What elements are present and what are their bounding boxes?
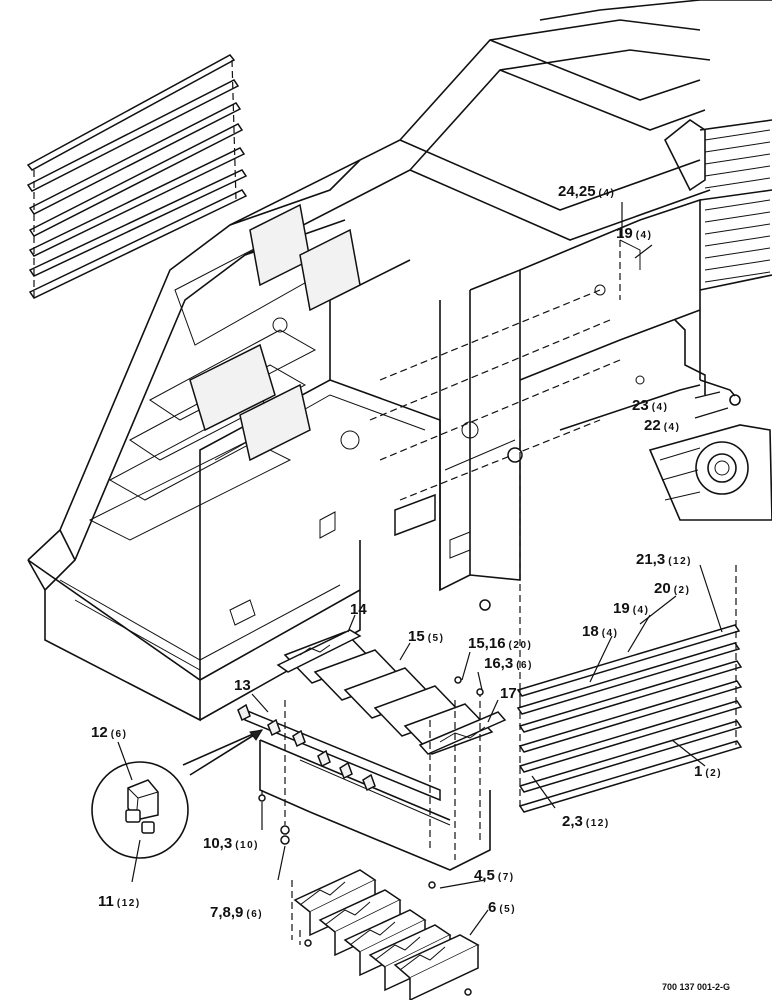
callout-15-16: 15,16(20): [468, 635, 532, 652]
callout-22: 22(4): [644, 417, 680, 434]
callout-15: 15(5): [408, 628, 444, 645]
main-frame-assembly: [27, 0, 772, 722]
callout-14: 14: [350, 601, 367, 618]
callout-21-3: 21,3(12): [636, 551, 692, 568]
leader-lines: [117, 202, 729, 936]
callout-20: 20(2): [654, 580, 690, 597]
callout-18: 18(4): [582, 623, 618, 640]
detail-circle-shoe: [91, 729, 263, 859]
callout-16-3: 16,3(6): [484, 655, 533, 672]
callout-6: 6(5): [488, 899, 516, 916]
callout-10-3: 10,3(10): [203, 835, 259, 852]
callout-24-25: 24,25(4): [558, 183, 615, 200]
callout-7-8-9: 7,8,9(6): [210, 904, 263, 921]
callout-4-5: 4,5(7): [474, 867, 515, 884]
callout-17: 17: [500, 685, 517, 702]
wear-strip-stack-top-left: [26, 54, 248, 300]
callout-2-3: 2,3(12): [562, 813, 610, 830]
guide-pan-assembly: [237, 629, 507, 1000]
callout-11: 11(12): [98, 893, 141, 910]
callout-labels: 24,25(4) 19(4) 23(4) 22(4) 21,3(12) 20(2…: [91, 183, 722, 921]
callout-23: 23(4): [632, 397, 668, 414]
callout-19-upper: 19(4): [616, 225, 652, 242]
callout-1: 1(2): [694, 763, 722, 780]
callout-19-right: 19(4): [613, 600, 649, 617]
drawing-number: 700 137 001-2-G: [662, 982, 730, 992]
callout-12: 12(6): [91, 724, 127, 741]
callout-13: 13: [234, 677, 251, 694]
wear-strip-stack-right: [516, 565, 743, 813]
